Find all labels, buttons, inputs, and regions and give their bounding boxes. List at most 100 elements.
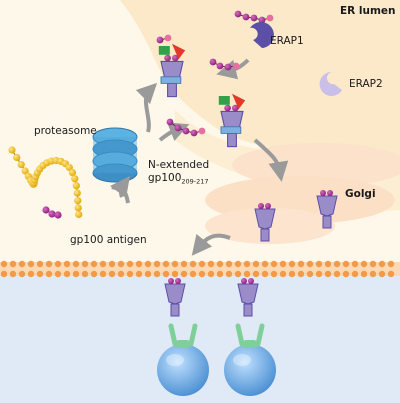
peptide-bead [250, 14, 258, 22]
lipid-head [144, 270, 152, 278]
tcell-2 [224, 323, 276, 396]
lipid-head [207, 270, 215, 278]
lipid-head [27, 270, 35, 278]
tcell-body [157, 344, 209, 396]
tcr-arms [235, 323, 265, 347]
lipid-head [270, 270, 278, 278]
lipid-head [369, 260, 377, 268]
antigen-bead [71, 175, 79, 183]
tcr-arms [168, 323, 198, 347]
mhc-er-loading-1 [158, 43, 186, 98]
lipid-head [108, 260, 116, 268]
lipid-head [252, 270, 260, 278]
lipid-head [153, 270, 161, 278]
antigen-bead [72, 182, 80, 190]
chaperone-red [172, 43, 186, 60]
lipid-head [360, 260, 368, 268]
lipid-head [135, 270, 143, 278]
lipid-head [369, 270, 377, 278]
antigen-bead [8, 146, 16, 154]
lipid-head [378, 270, 386, 278]
proteasome-label: proteasome [34, 125, 97, 137]
mhc-stalk [243, 303, 253, 317]
lipid-head [45, 260, 53, 268]
peptide-bead [232, 62, 240, 70]
lipid-head [126, 260, 134, 268]
mhc-complexes [158, 43, 338, 317]
lipid-head [198, 260, 206, 268]
lipid-head [333, 270, 341, 278]
tcr-base [243, 340, 257, 348]
lipid-head [63, 270, 71, 278]
lipid-head [351, 260, 359, 268]
peptide-bead [258, 203, 264, 209]
gp100-peptide-label: gp100209-217 [148, 172, 209, 186]
lipid-head [162, 270, 170, 278]
peptide-bead [258, 16, 266, 24]
lipid-head [234, 270, 242, 278]
gp100-subscript: 209-217 [181, 178, 208, 186]
lipid-head [342, 260, 350, 268]
lipid-head [81, 260, 89, 268]
lipid-head [351, 270, 359, 278]
arrow-proteasome-to-peptide [135, 82, 158, 133]
peptide-bead [232, 104, 239, 112]
mhc-heavy-chain [237, 283, 259, 305]
lipid-head [315, 270, 323, 278]
lipid-head [306, 260, 314, 268]
peptide-bead [166, 118, 174, 126]
lipid-head [126, 270, 134, 278]
mhc-surface-1 [164, 278, 186, 317]
arrow-antigen-up [110, 175, 130, 198]
gp100-antigen-chain [8, 146, 83, 219]
lipid-head [180, 270, 188, 278]
tcell-body [224, 344, 276, 396]
peptide-bead [209, 58, 217, 66]
antigen-bead [21, 167, 29, 175]
n-extended-peptide [166, 118, 206, 137]
lipid-head [324, 270, 332, 278]
mhc-stalk [227, 132, 237, 148]
lipid-head [225, 260, 233, 268]
peptide-bead [266, 14, 274, 22]
mhc-stalk [170, 303, 180, 317]
tcell-1 [157, 323, 209, 396]
antigen-bead [68, 168, 77, 177]
mhc-heavy-chain [316, 195, 338, 217]
lipid-head [225, 270, 233, 278]
tcell-highlight [233, 354, 251, 366]
peptide-bead [174, 124, 182, 132]
peptide-bead [182, 127, 190, 135]
peptide-bead [242, 13, 250, 21]
tapasin-block [220, 126, 242, 134]
chaperone-green [158, 46, 170, 55]
peptide-bead [164, 54, 171, 62]
antigen-bead [74, 204, 82, 212]
golgi-label: Golgi [345, 188, 376, 200]
lipid-head [288, 260, 296, 268]
er-lumen-region [120, 0, 400, 165]
gp100-main: gp100 [148, 172, 181, 184]
peptide-bead [198, 127, 206, 135]
peptide-bead [320, 190, 326, 196]
lipid-head [54, 260, 62, 268]
lipid-head [288, 270, 296, 278]
mhc-stalk [322, 215, 332, 229]
t-cells [157, 323, 276, 396]
lipid-head [387, 270, 395, 278]
lipid-head [378, 260, 386, 268]
lipid-head [180, 260, 188, 268]
peptide-bead [224, 63, 232, 71]
peptide-link [212, 61, 237, 68]
peptide-bead [156, 36, 164, 44]
antigen-bead [74, 197, 82, 205]
tcell-highlight [166, 354, 184, 366]
mhc-er-loading-2 [218, 93, 246, 148]
peptide-bead [224, 104, 231, 112]
peptide-bead [175, 278, 181, 284]
lipid-head [198, 270, 206, 278]
tcr-base [176, 340, 190, 348]
lipid-head [99, 270, 107, 278]
erap1-label: ERAP1 [270, 35, 304, 47]
